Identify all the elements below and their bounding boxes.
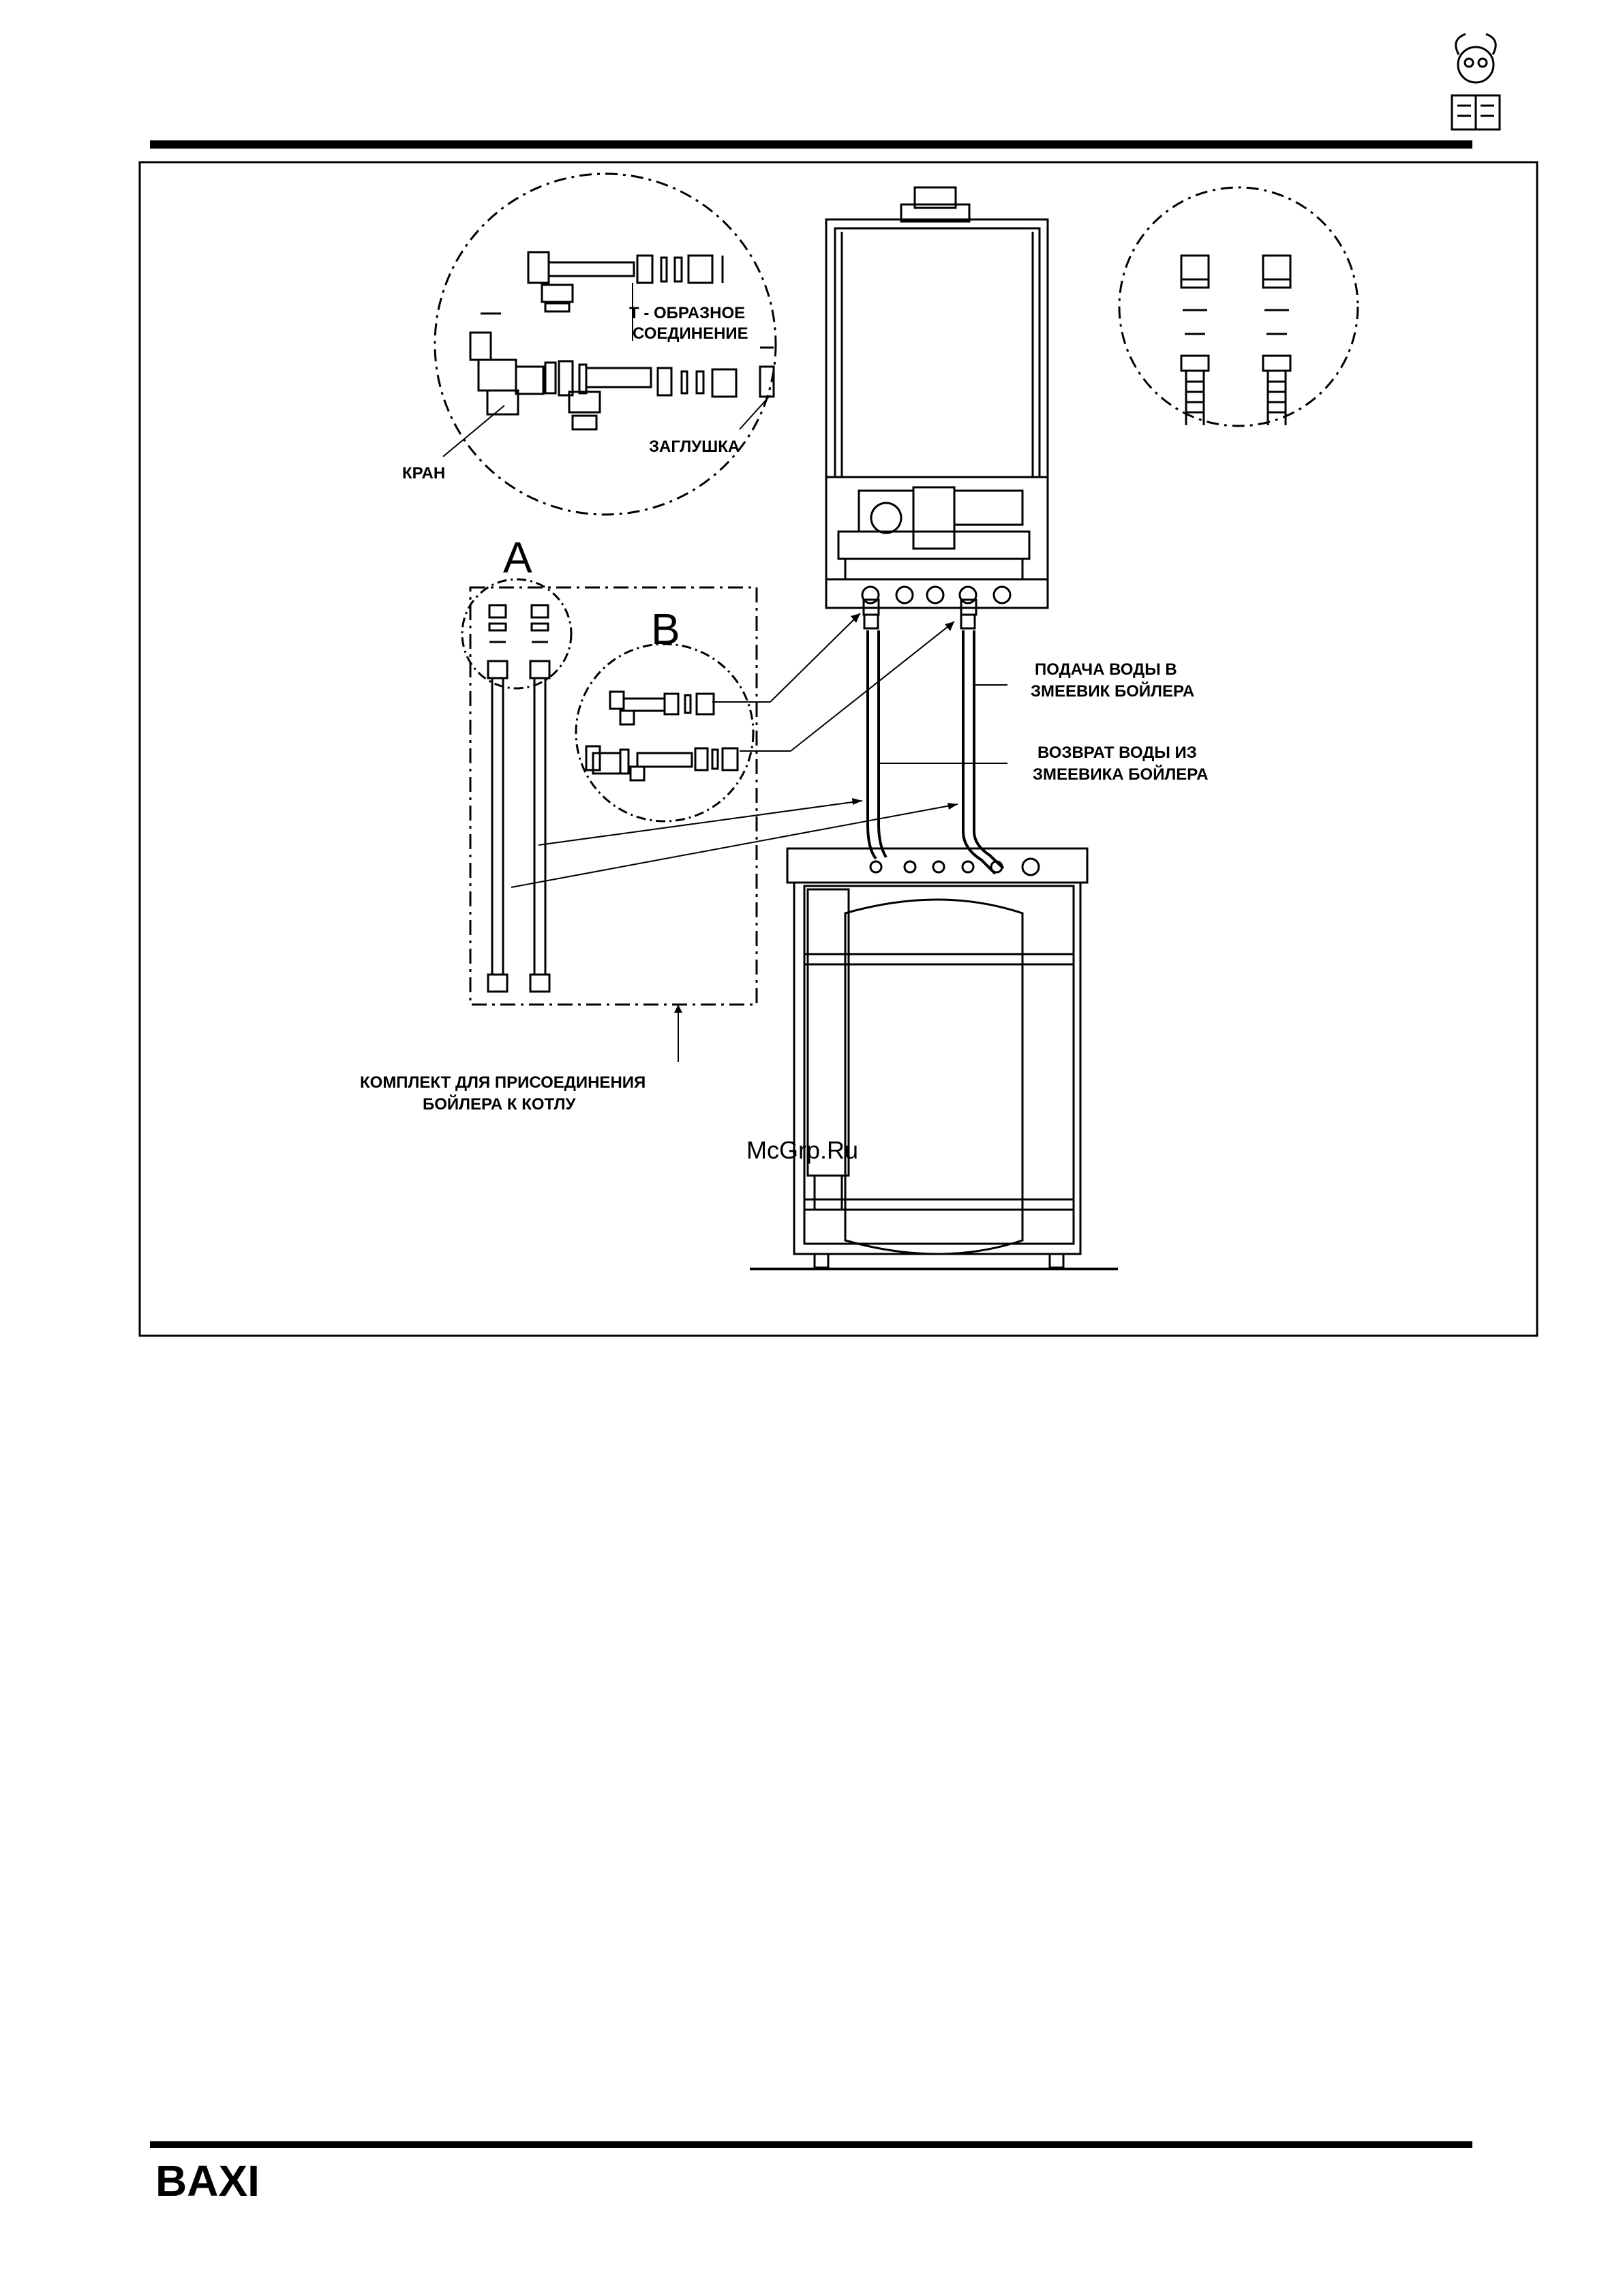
flexible-pipes bbox=[868, 630, 1003, 874]
detail-circle-tee bbox=[435, 174, 776, 515]
tee-label-line1: Т - ОБРАЗНОЕ bbox=[629, 304, 745, 322]
connection-kit-box bbox=[462, 579, 757, 1005]
supply-label-line1: ПОДАЧА ВОДЫ В bbox=[1035, 660, 1177, 679]
leader-lines bbox=[511, 613, 1007, 1062]
detail-circle-fittings bbox=[1119, 187, 1358, 426]
kit-label-line2: БОЙЛЕРА К КОТЛУ bbox=[423, 1095, 576, 1114]
water-heater-unit bbox=[750, 848, 1118, 1269]
return-label-line2: ЗМЕЕВИКА БОЙЛЕРА bbox=[1033, 765, 1209, 784]
watermark: McGrp.Ru bbox=[746, 1136, 858, 1164]
plug-label: ЗАГЛУШКА bbox=[649, 438, 740, 456]
valve-label: КРАН bbox=[402, 464, 445, 483]
supply-label-line2: ЗМЕЕВИК БОЙЛЕРА bbox=[1031, 682, 1194, 701]
header-rule bbox=[150, 140, 1472, 149]
leader-arrowheads bbox=[674, 613, 958, 1013]
baxi-logo: BAXI bbox=[155, 2156, 260, 2205]
return-label-line1: ВОЗВРАТ ВОДЫ ИЗ bbox=[1037, 744, 1197, 762]
kit-label-line1: КОМПЛЕКТ ДЛЯ ПРИСОЕДИНЕНИЯ bbox=[360, 1073, 646, 1092]
footer-rule bbox=[150, 2141, 1472, 2148]
detail-a-letter: A bbox=[503, 533, 532, 582]
tee-label-line2: СОЕДИНЕНИЕ bbox=[633, 324, 748, 343]
detail-b-letter: B bbox=[651, 604, 680, 654]
reading-man-icon bbox=[1452, 34, 1500, 129]
boiler-unit bbox=[826, 187, 1048, 628]
